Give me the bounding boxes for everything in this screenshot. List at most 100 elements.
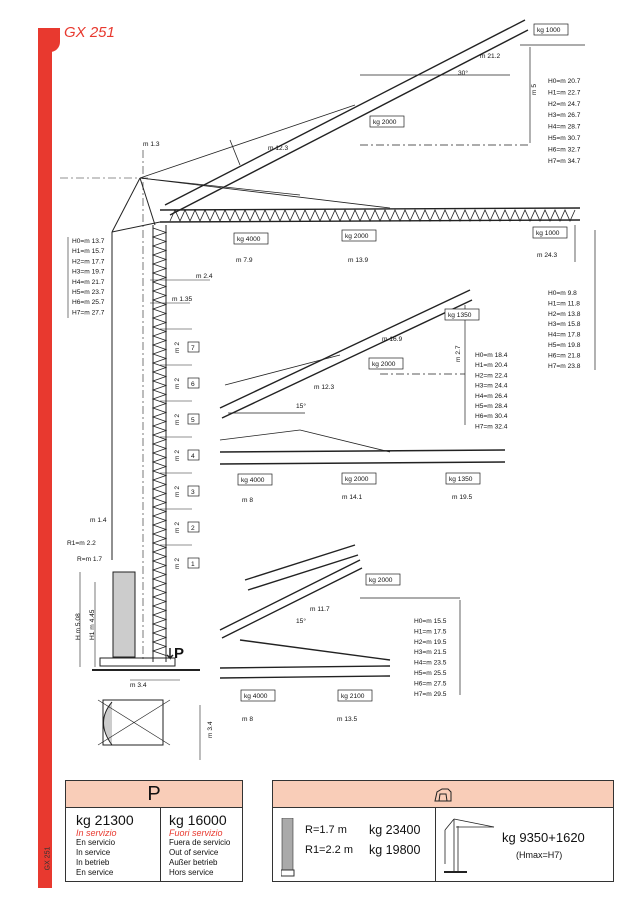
height-diff-label: m 2.7 <box>455 345 462 362</box>
radius-label: m 14.1 <box>342 494 362 501</box>
section-box <box>187 521 200 533</box>
mid-luffing-labels: kg 1350 m 16.9 m 2.7 kg 2000 m 12.3 15° … <box>296 308 508 430</box>
height-value: H3=m 15.8 <box>548 321 581 328</box>
section-height: m 2 <box>174 486 181 497</box>
dimension-label: H1 m 4.45 <box>89 609 96 640</box>
load-label: kg 4000 <box>244 693 268 700</box>
short-luffing-jib <box>219 544 363 639</box>
load-label: kg 1350 <box>448 312 472 319</box>
section-number: 5 <box>191 417 195 424</box>
top-luffing-labels: kg 1000 m 21.2 m 5 30° kg 2000 m 12.3 H0… <box>268 23 581 165</box>
height-value: H6=m 30.4 <box>475 413 508 420</box>
tower-mast <box>111 177 168 662</box>
radius-r: R=1.7 m <box>305 824 347 836</box>
load-label: kg 2000 <box>372 361 396 368</box>
section-box <box>187 341 200 353</box>
horizontal-jib <box>139 177 581 223</box>
counterweight-cell: kg 9350+1620 (Hmax=H7) <box>436 808 613 881</box>
ballast-table-header <box>273 781 613 808</box>
section-height: m 2 <box>174 522 181 533</box>
dimension-label: R1=m 2.2 <box>67 540 96 547</box>
height-value: H1=m 11.8 <box>548 300 580 307</box>
radius-label: m 13.5 <box>337 716 357 723</box>
angle-label: 30° <box>458 69 468 77</box>
height-value: H2=m 22.4 <box>475 372 508 379</box>
ballast-weight-r: kg 23400 <box>369 823 421 837</box>
short-luffing-labels: kg 2000 m 11.7 15° H0=m 15.5H1=m 17.5H2=… <box>296 573 447 698</box>
ballast-icon <box>434 788 452 802</box>
angle-label: 15° <box>296 402 306 410</box>
ballast-table: R=1.7 m kg 23400 R1=2.2 m kg 19800 kg 93… <box>272 780 614 882</box>
ballast-cell: R=1.7 m kg 23400 R1=2.2 m kg 19800 <box>273 808 436 881</box>
crane-base <box>79 571 201 760</box>
height-value: H5=m 23.7 <box>72 289 105 296</box>
luffing-jib-15 <box>219 289 473 419</box>
height-value: H3=m 26.7 <box>548 112 581 119</box>
radius-label: m 12.3 <box>314 384 334 391</box>
dimension-label: m 1.35 <box>172 296 192 303</box>
load-label: kg 4000 <box>241 477 265 484</box>
short-horizontal-jib <box>219 639 391 679</box>
ballast-stack-icon <box>281 818 295 877</box>
section-box <box>187 557 200 569</box>
height-value: H0=m 13.7 <box>72 238 105 245</box>
height-value: H1=m 15.7 <box>72 248 105 255</box>
height-value: H4=m 17.8 <box>548 332 581 339</box>
height-value: H6=m 25.7 <box>72 299 105 306</box>
angle-label: 15° <box>296 617 306 625</box>
height-value: H7=m 23.8 <box>548 363 581 370</box>
translation: En service <box>76 868 114 877</box>
height-value: H4=m 26.4 <box>475 393 508 400</box>
radius-label: m 7.9 <box>236 257 253 264</box>
tower-labels: m 1.3 m 2.4 m 1.35 m 1.4 R1=m 2.2 R=m 1.… <box>67 141 214 738</box>
radius-label: m 8 <box>242 716 253 723</box>
load-label: kg 2000 <box>369 577 393 584</box>
luffing-jib-30 <box>139 19 529 216</box>
height-value: H0=m 20.7 <box>548 78 581 85</box>
height-value: H1=m 20.4 <box>475 362 508 369</box>
height-value: H2=m 24.7 <box>548 101 581 108</box>
height-value: H2=m 19.5 <box>414 639 447 646</box>
height-value: H0=m 18.4 <box>475 352 508 359</box>
height-value: H6=m 32.7 <box>548 146 581 153</box>
translation: Fuera de servicio <box>169 838 231 847</box>
radius-label: m 12.3 <box>268 145 288 152</box>
in-service-title: In servizio <box>76 828 117 838</box>
radius-label: m 16.9 <box>382 336 402 343</box>
weight-table-header: P <box>66 781 242 808</box>
weight-table: P kg 21300 In servizio En servicio In se… <box>65 780 243 882</box>
dimension-label: H m 5.08 <box>75 613 82 640</box>
dimension-label: R=m 1.7 <box>77 556 102 563</box>
load-label: kg 1350 <box>449 476 473 483</box>
load-p-label: P <box>174 645 184 662</box>
height-value: H6=m 27.5 <box>414 680 447 687</box>
section-number: 2 <box>191 525 195 532</box>
section-box <box>187 413 200 425</box>
load-label: kg 2000 <box>345 476 369 483</box>
red-tab <box>38 28 60 52</box>
section-number: 1 <box>191 561 195 568</box>
section-height: m 2 <box>174 450 181 461</box>
radius-label: m 24.3 <box>537 252 557 259</box>
section-number: 7 <box>191 345 195 352</box>
radius-r1: R1=2.2 m <box>305 844 353 856</box>
translation: Out of service <box>169 848 219 857</box>
counterweight-note: (Hmax=H7) <box>516 850 563 860</box>
height-value: H5=m 30.7 <box>548 135 581 142</box>
height-value: H0=m 9.8 <box>548 290 577 297</box>
height-value: H3=m 24.4 <box>475 383 508 390</box>
radius-label: m 19.5 <box>452 494 472 501</box>
height-value: H0=m 15.5 <box>414 618 447 625</box>
height-value: H5=m 25.5 <box>414 670 447 677</box>
height-value: H1=m 17.5 <box>414 628 447 635</box>
section-number: 3 <box>191 489 195 496</box>
ballast-weight-r1: kg 19800 <box>369 843 421 857</box>
section-box <box>187 377 200 389</box>
horizontal-labels: kg 4000 kg 2000 kg 1000 m 7.9 m 13.9 m 2… <box>233 226 581 370</box>
mid-horizontal-jib <box>219 429 506 465</box>
height-diff-label: m 5 <box>531 84 538 95</box>
section-number: 6 <box>191 381 195 388</box>
height-value: H7=m 32.4 <box>475 423 508 430</box>
model-title: GX 251 <box>64 24 115 41</box>
